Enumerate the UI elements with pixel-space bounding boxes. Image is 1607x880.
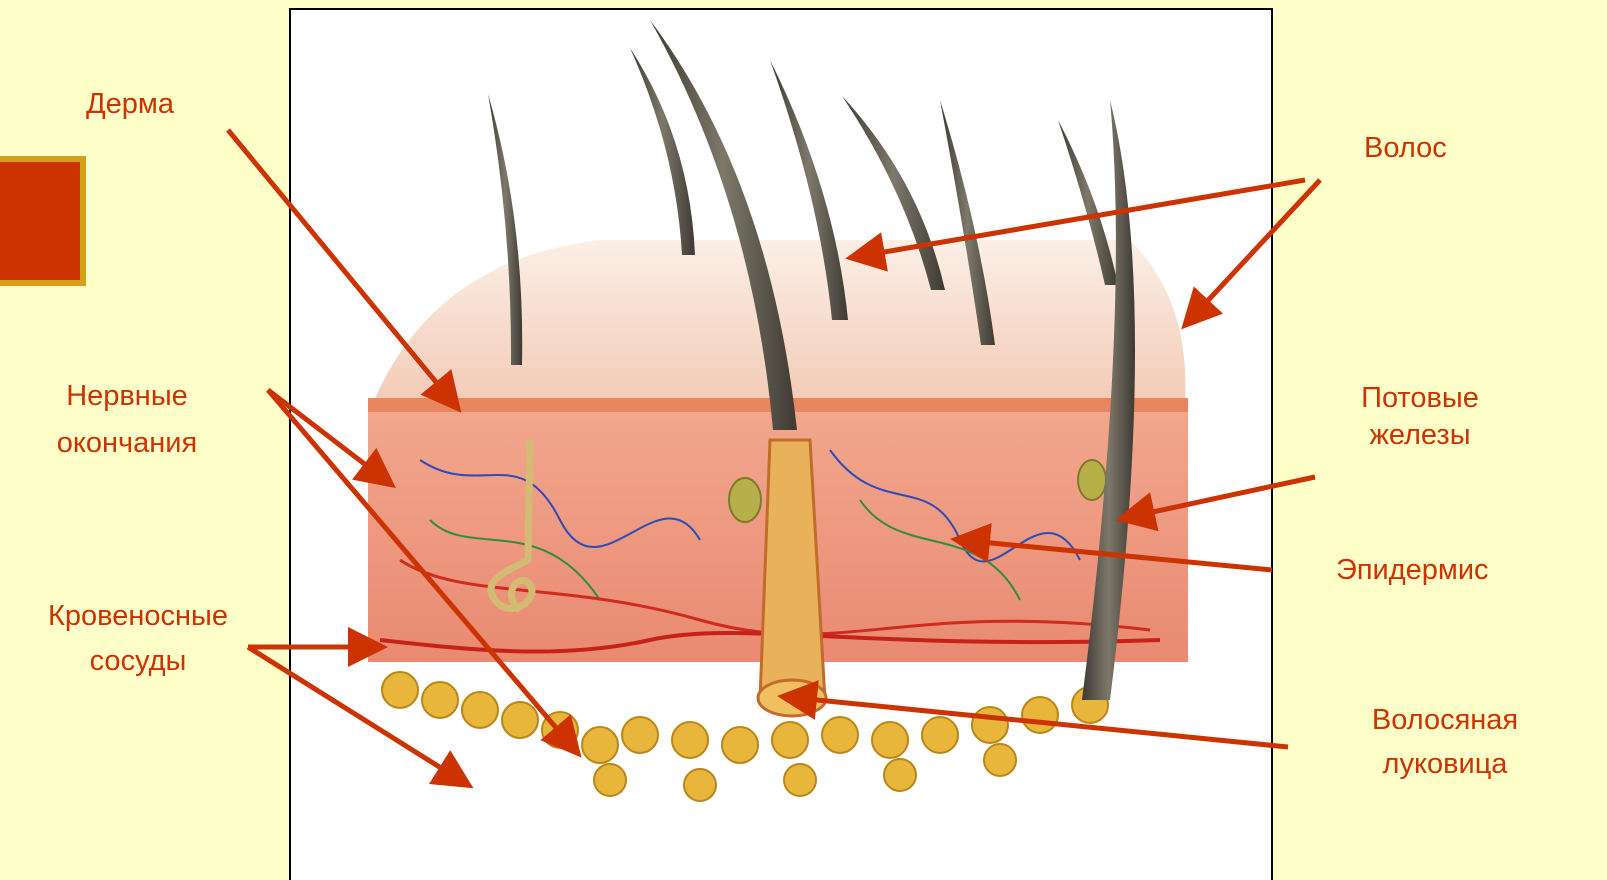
arrow-hair-bulb [787, 697, 1288, 747]
arrow-nerve-endings-upper [268, 390, 388, 482]
label-derma: Дерма [86, 86, 174, 123]
label-sweat-glands-line2: железы [1320, 417, 1520, 454]
label-nerve-endings-line2: окончания [22, 425, 232, 462]
arrow-derma [228, 130, 455, 405]
arrow-blood-vessels-lower [248, 647, 465, 783]
label-sweat-glands: Потовые железы [1320, 380, 1520, 454]
label-hair-bulb: Волосяная луковица [1340, 702, 1550, 783]
label-epidermis-text: Эпидермис [1336, 554, 1489, 586]
label-hair: Волос [1364, 130, 1447, 167]
label-derma-text: Дерма [86, 88, 174, 120]
arrow-hair-right [1188, 180, 1320, 322]
label-blood-vessels-line2: сосуды [0, 643, 276, 680]
label-epidermis: Эпидермис [1336, 552, 1489, 589]
label-nerve-endings-line1: Нервные [22, 378, 232, 415]
label-hair-text: Волос [1364, 132, 1447, 164]
arrow-epidermis [960, 540, 1272, 570]
label-hair-bulb-line2: луковица [1340, 746, 1550, 783]
label-blood-vessels-line1: Кровеносные [0, 598, 276, 635]
label-nerve-endings: Нервные окончания [22, 378, 232, 462]
arrow-sweat-glands [1125, 477, 1315, 518]
arrow-hair-left [855, 180, 1305, 257]
label-sweat-glands-line1: Потовые [1320, 380, 1520, 417]
label-hair-bulb-line1: Волосяная [1340, 702, 1550, 739]
arrow-nerve-endings-lower [268, 390, 575, 750]
label-blood-vessels: Кровеносные сосуды [0, 598, 276, 680]
